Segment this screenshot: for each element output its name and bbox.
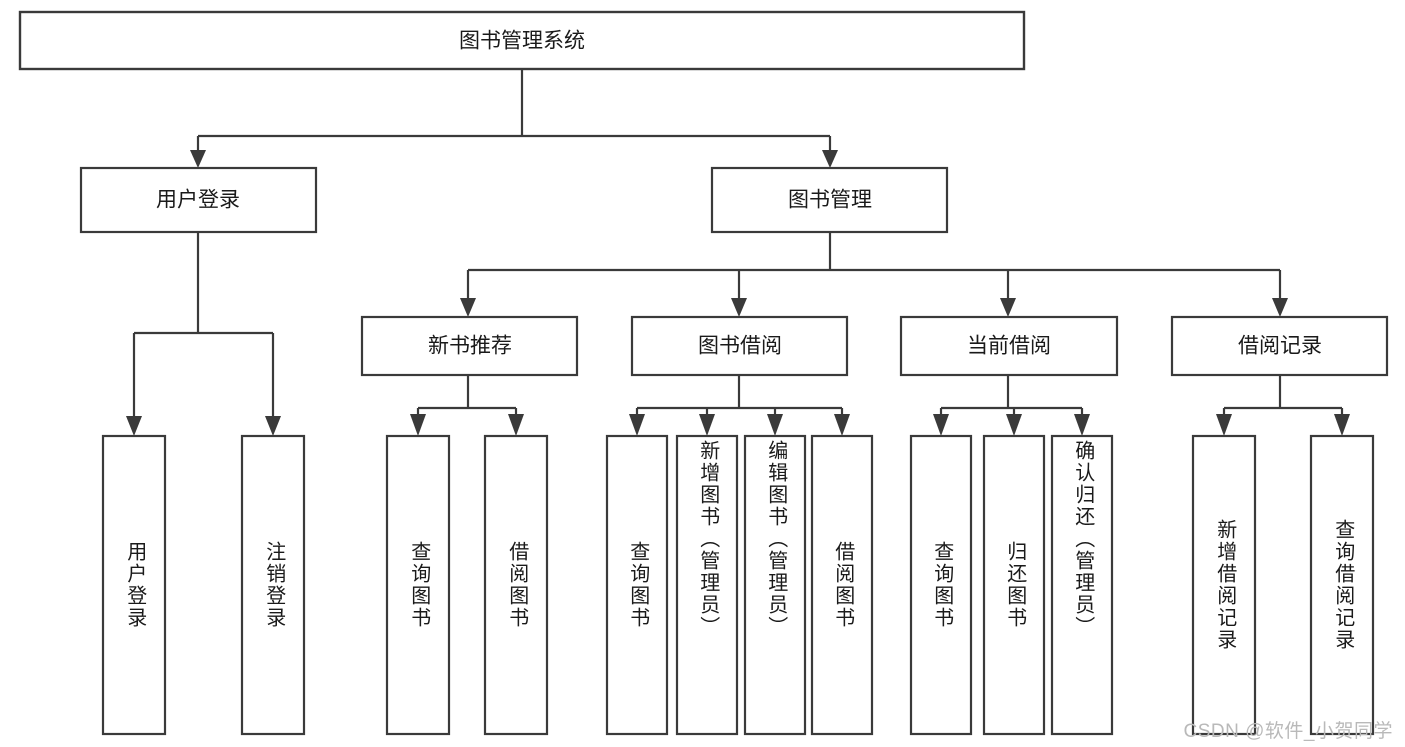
arrow-head-leaf-query-borrow-record — [1334, 414, 1350, 436]
node-book-manage-box[interactable] — [710, 166, 949, 234]
node-new-book-recommend-label: 新书推荐 — [428, 335, 512, 358]
arrow-head-leaf-borrow-book-1 — [508, 414, 524, 436]
leaf-boxes-group — [101, 434, 1375, 736]
arrow-head-leaf-confirm-return-admin — [1074, 414, 1090, 436]
arrow-head-new-book-recommend — [460, 298, 476, 317]
node-book-borrow-box[interactable] — [630, 315, 849, 377]
node-current-borrow-label: 当前借阅 — [967, 335, 1051, 358]
arrow-head-leaf-return-book — [1006, 414, 1022, 436]
watermark-text: CSDN @软件_小贺同学 — [1183, 721, 1393, 742]
connector-group-book-manage-children — [460, 232, 1288, 317]
node-leaf-query-book-2-box[interactable] — [605, 434, 669, 736]
node-borrow-record-box[interactable] — [1170, 315, 1389, 377]
node-root-box[interactable] — [18, 10, 1026, 71]
arrow-head-borrow-record — [1272, 298, 1288, 317]
node-borrow-record-label: 借阅记录 — [1238, 335, 1322, 358]
node-leaf-confirm-return-admin-box[interactable] — [1050, 434, 1114, 736]
node-new-book-recommend-box[interactable] — [360, 315, 579, 377]
connector-group-book-borrow-children — [629, 375, 850, 436]
node-book-borrow[interactable]: 图书借阅 — [630, 315, 849, 377]
arrow-head-leaf-add-book-admin — [699, 414, 715, 436]
node-current-borrow-box[interactable] — [899, 315, 1119, 377]
node-leaf-add-borrow-record-box[interactable] — [1191, 434, 1257, 736]
node-current-borrow[interactable]: 当前借阅 — [899, 315, 1119, 377]
node-leaf-user-login-box[interactable] — [101, 434, 167, 736]
connector-group-user-login-children — [126, 232, 281, 436]
arrow-head-leaf-add-borrow-record — [1216, 414, 1232, 436]
node-user-login-box[interactable] — [79, 166, 318, 234]
node-new-book-recommend[interactable]: 新书推荐 — [360, 315, 579, 377]
arrow-head-book-borrow — [731, 298, 747, 317]
node-leaf-query-book-3-box[interactable] — [909, 434, 973, 736]
node-leaf-edit-book-admin-box[interactable] — [743, 434, 807, 736]
node-leaf-query-borrow-record-box[interactable] — [1309, 434, 1375, 736]
node-book-borrow-label: 图书借阅 — [698, 335, 782, 358]
connector-group-root-to-level1 — [190, 69, 838, 168]
node-leaf-borrow-book-2-box[interactable] — [810, 434, 874, 736]
arrow-head-leaf-logout — [265, 416, 281, 436]
arrow-head-book-manage — [822, 150, 838, 168]
connector-group-new-book-recommend-children — [410, 375, 524, 436]
node-borrow-record[interactable]: 借阅记录 — [1170, 315, 1389, 377]
node-leaf-return-book-box[interactable] — [982, 434, 1046, 736]
arrow-head-leaf-query-book-3 — [933, 414, 949, 436]
node-leaf-logout-box[interactable] — [240, 434, 306, 736]
node-leaf-borrow-book-1-box[interactable] — [483, 434, 549, 736]
node-root-label: 图书管理系统 — [459, 30, 585, 53]
node-user-login-label: 用户登录 — [156, 189, 240, 212]
connector-group-current-borrow-children — [933, 375, 1090, 436]
node-book-manage[interactable]: 图书管理 — [710, 166, 949, 234]
arrow-head-user-login — [190, 150, 206, 168]
arrow-head-leaf-borrow-book-2 — [834, 414, 850, 436]
arrow-head-leaf-query-book-1 — [410, 414, 426, 436]
node-leaf-query-book-1-box[interactable] — [385, 434, 451, 736]
arrow-head-leaf-query-book-2 — [629, 414, 645, 436]
connector-group-borrow-record-children — [1216, 375, 1350, 436]
node-leaf-add-book-admin-box[interactable] — [675, 434, 739, 736]
arrow-head-leaf-edit-book-admin — [767, 414, 783, 436]
node-book-manage-label: 图书管理 — [788, 189, 872, 212]
node-root[interactable]: 图书管理系统 — [18, 10, 1026, 71]
arrow-head-leaf-user-login — [126, 416, 142, 436]
node-user-login[interactable]: 用户登录 — [79, 166, 318, 234]
arrow-head-current-borrow — [1000, 298, 1016, 317]
